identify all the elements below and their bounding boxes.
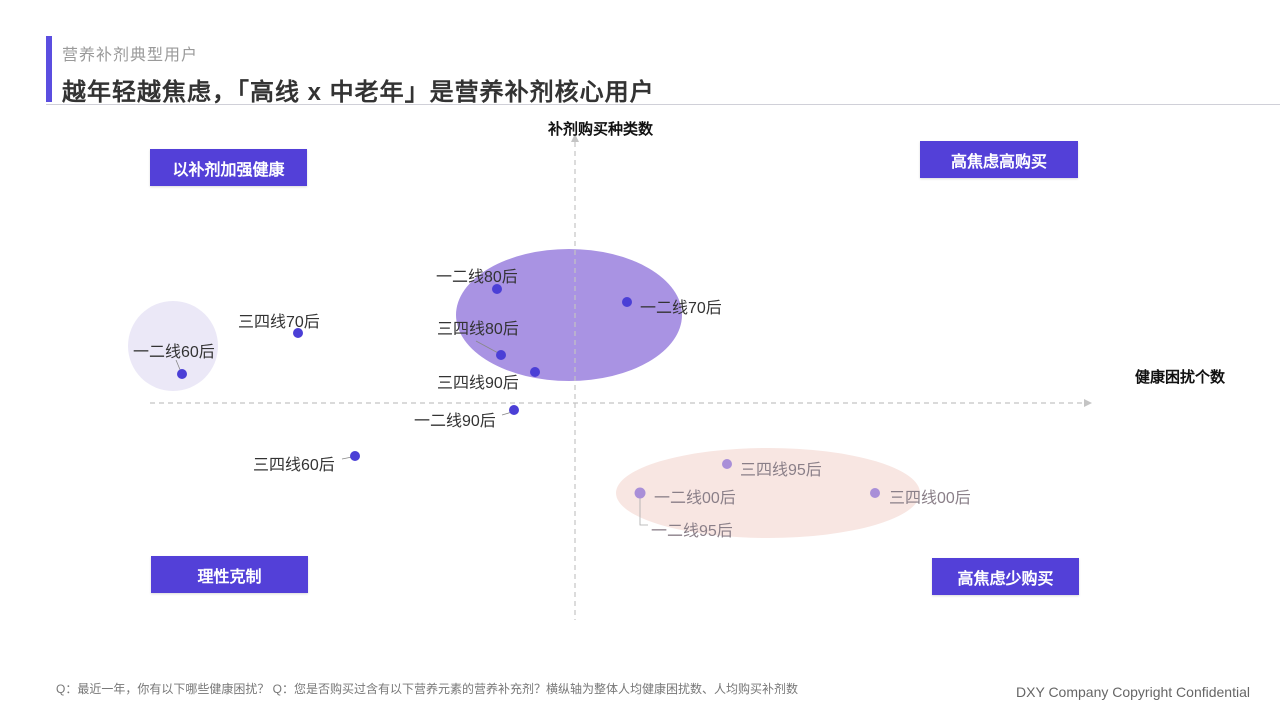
quadrant-label-top-right: 高焦虑高购买 <box>920 141 1078 178</box>
point-label: 三四线00后 <box>889 490 971 507</box>
highlight-core-ellipse <box>456 249 682 381</box>
copyright-notice: DXY Company Copyright Confidential <box>1016 684 1250 700</box>
y-axis-label: 补剂购买种类数 <box>548 121 654 138</box>
point-label: 一二线90后 <box>414 413 496 430</box>
point-label: 三四线90后 <box>437 375 519 392</box>
quadrant-label-bottom-right: 高焦虑少购买 <box>932 558 1079 595</box>
data-point <box>293 328 303 338</box>
x-axis-arrow-icon <box>1084 399 1092 407</box>
data-point <box>177 369 187 379</box>
data-point <box>530 367 540 377</box>
data-point <box>622 297 632 307</box>
data-point <box>509 405 519 415</box>
point-label: 三四线70后 <box>238 314 320 331</box>
data-point <box>634 487 646 499</box>
y-axis-arrow-icon <box>571 134 579 142</box>
point-label: 一二线00后 <box>654 490 736 507</box>
leader-line <box>475 340 501 355</box>
highlight-young-ellipse <box>616 448 920 538</box>
point-label: 一二线70后 <box>640 300 722 317</box>
point-label: 三四线60后 <box>253 457 335 474</box>
title-accent-bar <box>46 36 52 102</box>
quadrant-label-top-left: 以补剂加强健康 <box>150 149 307 186</box>
data-point <box>496 350 506 360</box>
data-point <box>492 284 502 294</box>
point-label: 一二线60后 <box>133 344 215 361</box>
page-subtitle: 营养补剂典型用户 <box>62 47 199 64</box>
point-label: 三四线80后 <box>437 321 519 338</box>
survey-footnote: Q：最近一年，你有以下哪些健康困扰？ Q：您是否购买过含有以下营养元素的营养补充… <box>56 682 799 696</box>
highlight-60s-circle <box>128 301 218 391</box>
point-label: 一二线95后 <box>651 523 733 540</box>
point-label: 三四线95后 <box>740 462 822 479</box>
leader-line <box>639 494 648 526</box>
x-axis-label: 健康困扰个数 <box>1135 369 1226 386</box>
header-divider <box>46 104 1280 105</box>
page-title: 越年轻越焦虑，「高线 x 中老年」是营养补剂核心用户 <box>62 79 655 106</box>
point-label: 一二线80后 <box>436 269 518 286</box>
quadrant-label-bottom-left: 理性克制 <box>151 556 308 593</box>
data-point <box>722 459 732 469</box>
data-point <box>350 451 360 461</box>
data-point <box>870 488 880 498</box>
